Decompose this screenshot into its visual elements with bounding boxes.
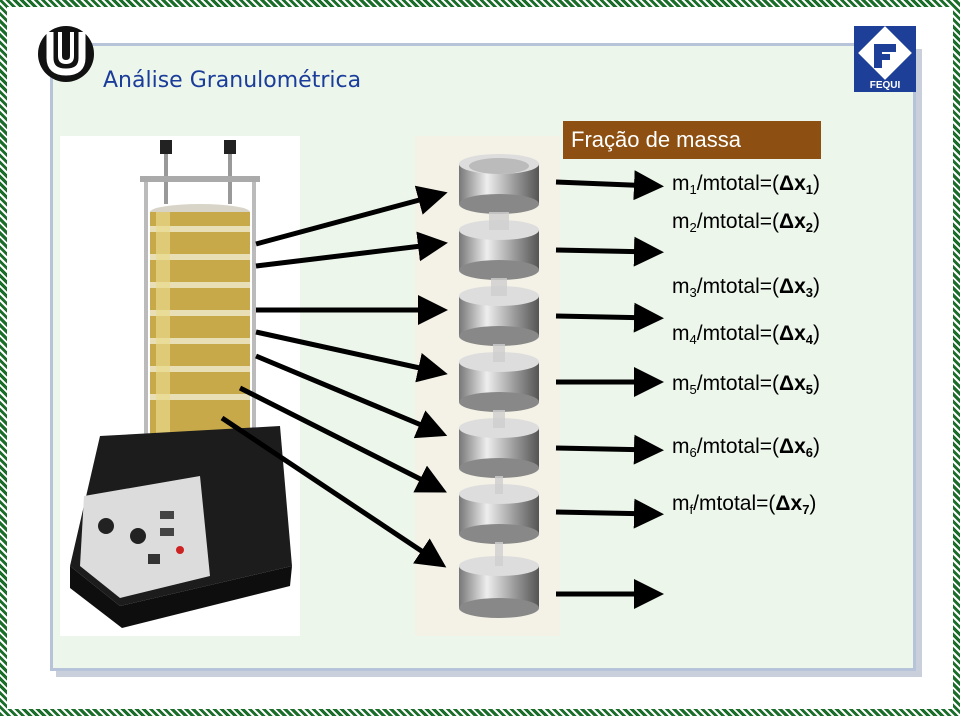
fequi-logo: FEQUI [852, 24, 918, 94]
fraction-row: m2/mtotal=(Δx2) [672, 210, 821, 235]
fraction-row: m6/mtotal=(Δx6) [672, 435, 821, 460]
fequi-logo-icon: FEQUI [854, 26, 916, 92]
fraction-row: mf/mtotal=(Δx7) [672, 492, 817, 517]
sieve-shaker-illustration [70, 140, 292, 628]
logo-text: FEQUI [870, 80, 901, 91]
sieve-shaker-photo [60, 136, 300, 636]
university-logo-icon [38, 26, 94, 82]
fraction-row: m3/mtotal=(Δx3) [672, 275, 821, 300]
fraction-row: m4/mtotal=(Δx4) [672, 322, 821, 347]
fraction-row: m1/mtotal=(Δx1) [672, 172, 821, 197]
sieves-photo [415, 136, 560, 636]
sieves-illustration [459, 154, 539, 618]
slide-title: Análise Granulométrica [103, 68, 362, 93]
fraction-row: m5/mtotal=(Δx5) [672, 372, 821, 397]
mass-fraction-header: Fração de massa [563, 121, 821, 159]
